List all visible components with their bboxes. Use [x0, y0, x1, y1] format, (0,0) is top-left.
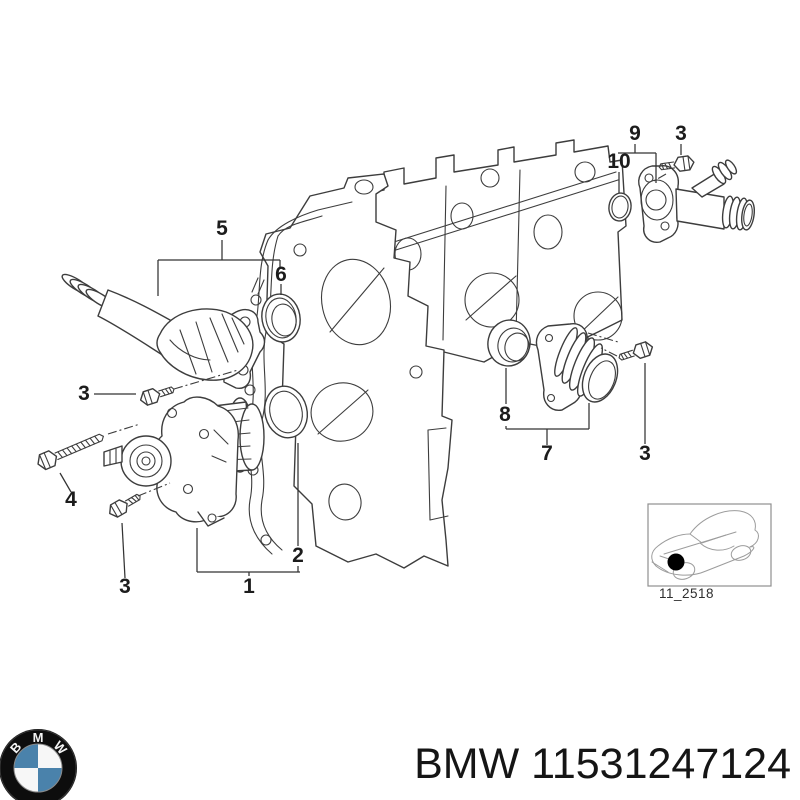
- callout-9: 9: [629, 122, 641, 145]
- thermostat-o-ring: [251, 277, 301, 343]
- callout-7: 7: [541, 442, 553, 465]
- callout-3-lower-left: 3: [119, 575, 131, 598]
- timing-cover-drawing: [259, 173, 453, 569]
- callout-10: 10: [607, 150, 630, 173]
- callout-3-upper-left: 3: [78, 382, 90, 405]
- callout-labels: 5 6 3 4 3 1 2 8 7 3 9 10 3: [65, 122, 687, 598]
- bolt-upper-left: [139, 386, 175, 406]
- stud-bolt-4: [37, 433, 105, 471]
- callout-4: 4: [65, 488, 77, 511]
- callout-6: 6: [275, 263, 287, 286]
- bolt-top-right: [658, 155, 695, 172]
- thermostat-housing-drawing: [61, 273, 266, 389]
- water-outlet-pipe-drawing: [638, 159, 755, 243]
- callout-3-mid-right: 3: [639, 442, 651, 465]
- car-outline-icon: [651, 510, 759, 580]
- footer: B M W BMW 11531247124: [0, 729, 791, 800]
- callout-8: 8: [499, 403, 511, 426]
- callout-3-top-right: 3: [675, 122, 687, 145]
- thumbnail-border: [647, 503, 772, 587]
- thumbnail-caption: 11_2518: [659, 586, 714, 601]
- callout-5: 5: [216, 217, 228, 240]
- bolt-mid-right: [618, 341, 654, 361]
- water-pump-o-ring: [239, 385, 309, 439]
- part-number-text: BMW 11531247124: [414, 740, 791, 788]
- seal-ring-drawing: [487, 319, 531, 367]
- logo-letter-m: M: [33, 730, 44, 745]
- bmw-roundel-icon: B M W: [0, 729, 77, 800]
- location-marker-dot: [667, 553, 685, 571]
- outlet-o-ring: [608, 192, 632, 222]
- water-pump-drawing: [103, 396, 265, 527]
- callout-leader-lines: [59, 144, 682, 579]
- bolt-lower-left: [109, 493, 141, 518]
- bellows-cover-drawing: [535, 323, 619, 411]
- callout-1: 1: [243, 575, 255, 598]
- callout-2: 2: [292, 544, 304, 567]
- vehicle-thumbnail: 11_2518: [647, 503, 772, 601]
